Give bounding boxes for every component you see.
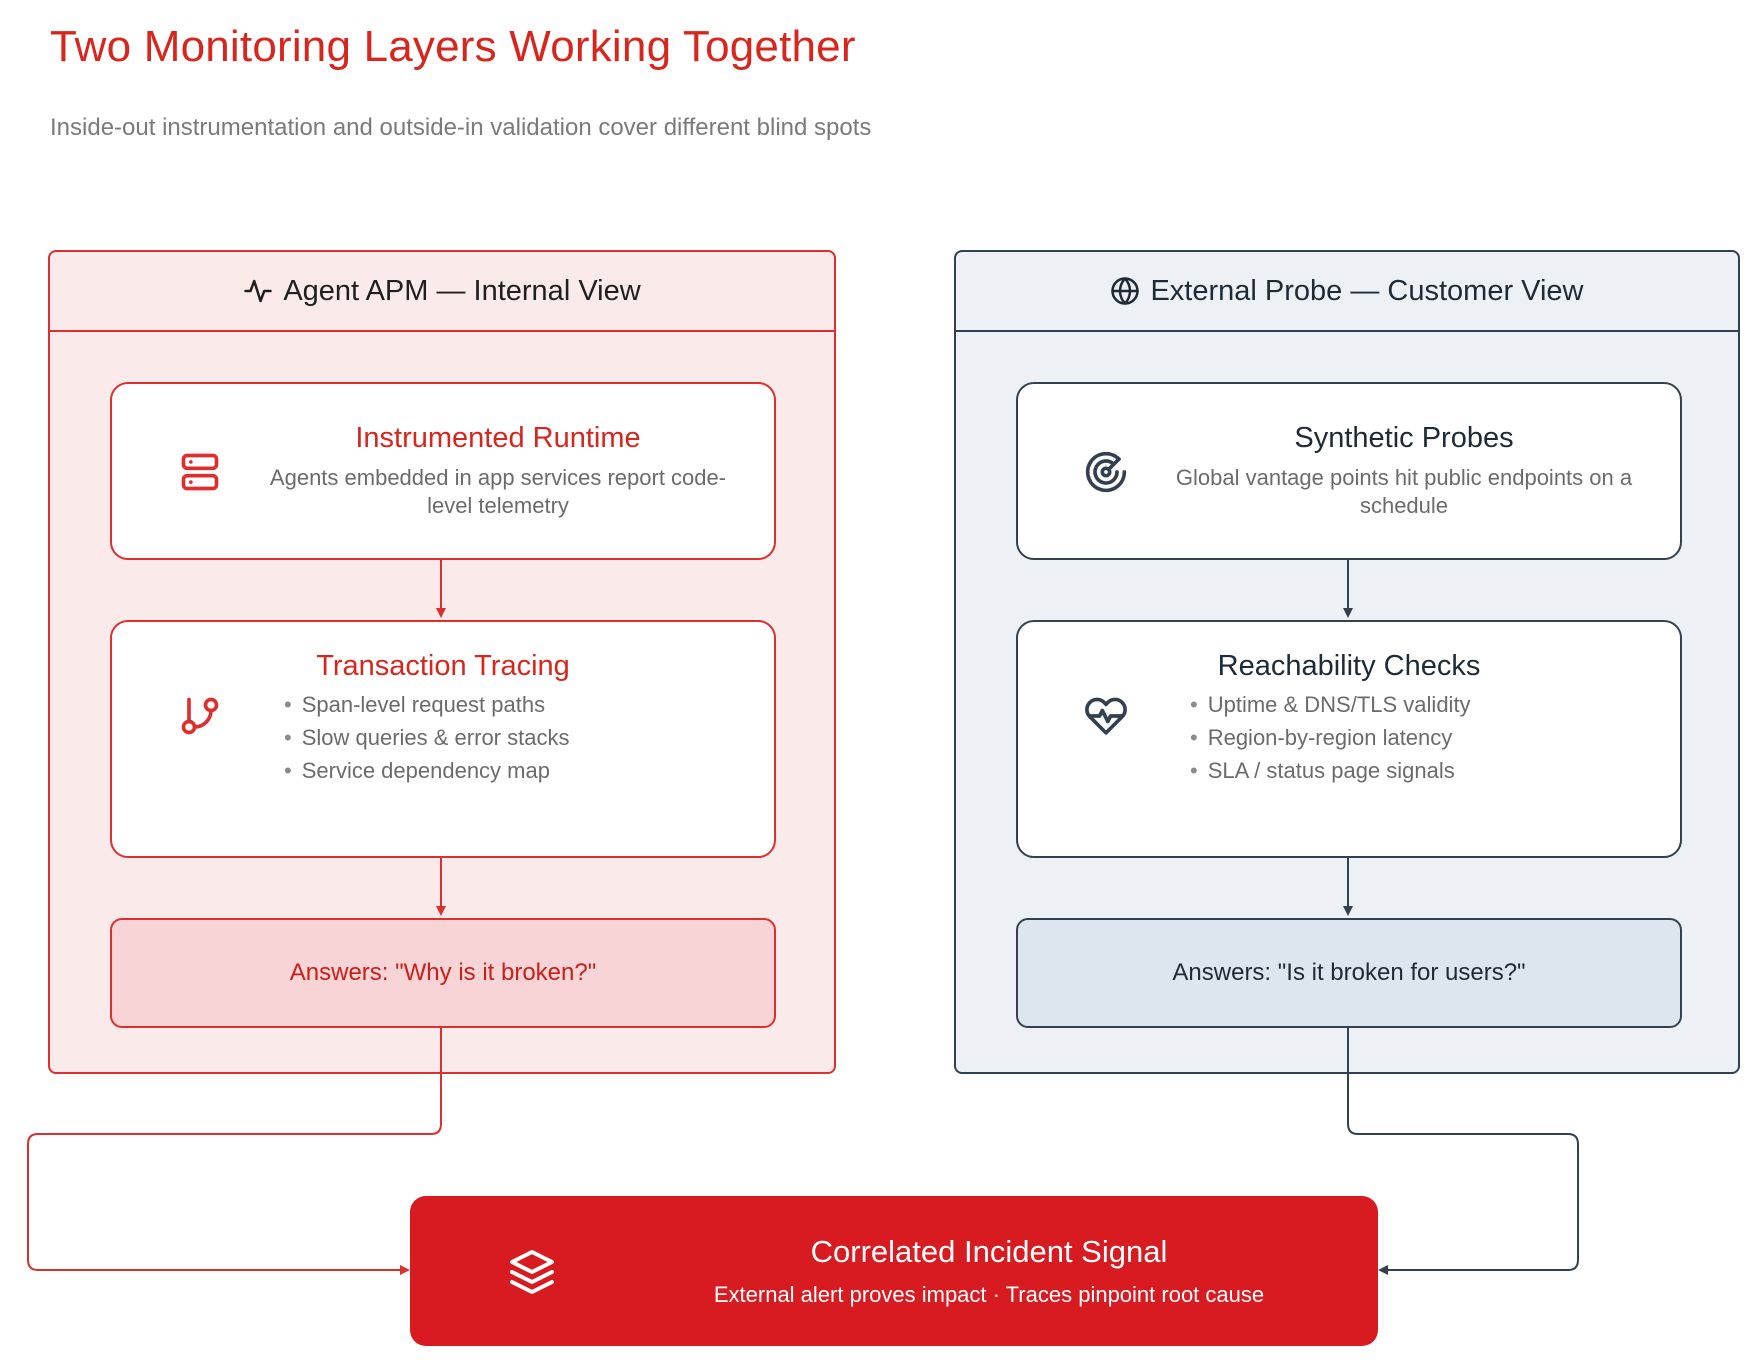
- transaction-tracing-list: Span-level request paths Slow queries & …: [284, 688, 570, 787]
- heart-pulse-icon: [1085, 697, 1127, 735]
- list-item: SLA / status page signals: [1190, 754, 1471, 787]
- page-title: Two Monitoring Layers Working Together: [50, 22, 856, 71]
- transaction-tracing-card: Transaction Tracing Span-level request p…: [110, 620, 776, 858]
- synthetic-probes-card: Synthetic Probes Global vantage points h…: [1016, 382, 1682, 560]
- instrumented-runtime-desc: Agents embedded in app services report c…: [269, 465, 727, 518]
- agent-apm-panel-title: Agent APM — Internal View: [283, 274, 641, 307]
- agent-apm-answer: Answers: "Why is it broken?": [110, 918, 776, 1028]
- signal-desc: External alert proves impact · Traces pi…: [713, 1282, 1265, 1307]
- synthetic-probes-title: Synthetic Probes: [1294, 422, 1514, 454]
- page-subtitle: Inside-out instrumentation and outside-i…: [50, 114, 872, 141]
- external-probe-panel-title: External Probe — Customer View: [1150, 274, 1584, 307]
- globe-icon: [1111, 277, 1140, 305]
- pulse-icon: [244, 279, 273, 303]
- list-item: Uptime & DNS/TLS validity: [1190, 688, 1471, 721]
- list-item: Region-by-region latency: [1190, 721, 1471, 754]
- agent-apm-panel: Agent APM — Internal View Instrumented R…: [48, 250, 836, 1074]
- reachability-checks-card: Reachability Checks Uptime & DNS/TLS val…: [1016, 620, 1682, 858]
- reachability-checks-list: Uptime & DNS/TLS validity Region-by-regi…: [1190, 688, 1471, 787]
- transaction-tracing-title: Transaction Tracing: [316, 650, 570, 682]
- git-branch-icon: [181, 697, 219, 735]
- agent-apm-panel-header: Agent APM — Internal View: [50, 252, 834, 332]
- radar-icon: [1085, 451, 1127, 493]
- instrumented-runtime-title: Instrumented Runtime: [355, 422, 641, 454]
- correlated-incident-signal: Correlated Incident Signal External aler…: [410, 1196, 1378, 1346]
- synthetic-probes-desc: Global vantage points hit public endpoin…: [1175, 465, 1633, 518]
- list-item: Span-level request paths: [284, 688, 569, 721]
- server-icon: [181, 453, 219, 491]
- external-probe-panel-header: External Probe — Customer View: [956, 252, 1738, 332]
- layers-icon: [510, 1250, 554, 1294]
- instrumented-runtime-card: Instrumented Runtime Agents embedded in …: [110, 382, 776, 560]
- reachability-checks-title: Reachability Checks: [1217, 650, 1481, 682]
- external-probe-answer: Answers: "Is it broken for users?": [1016, 918, 1682, 1028]
- signal-title: Correlated Incident Signal: [810, 1234, 1168, 1269]
- list-item: Slow queries & error stacks: [284, 721, 570, 754]
- external-probe-panel: External Probe — Customer View Synthetic…: [954, 250, 1740, 1074]
- list-item: Service dependency map: [284, 754, 569, 787]
